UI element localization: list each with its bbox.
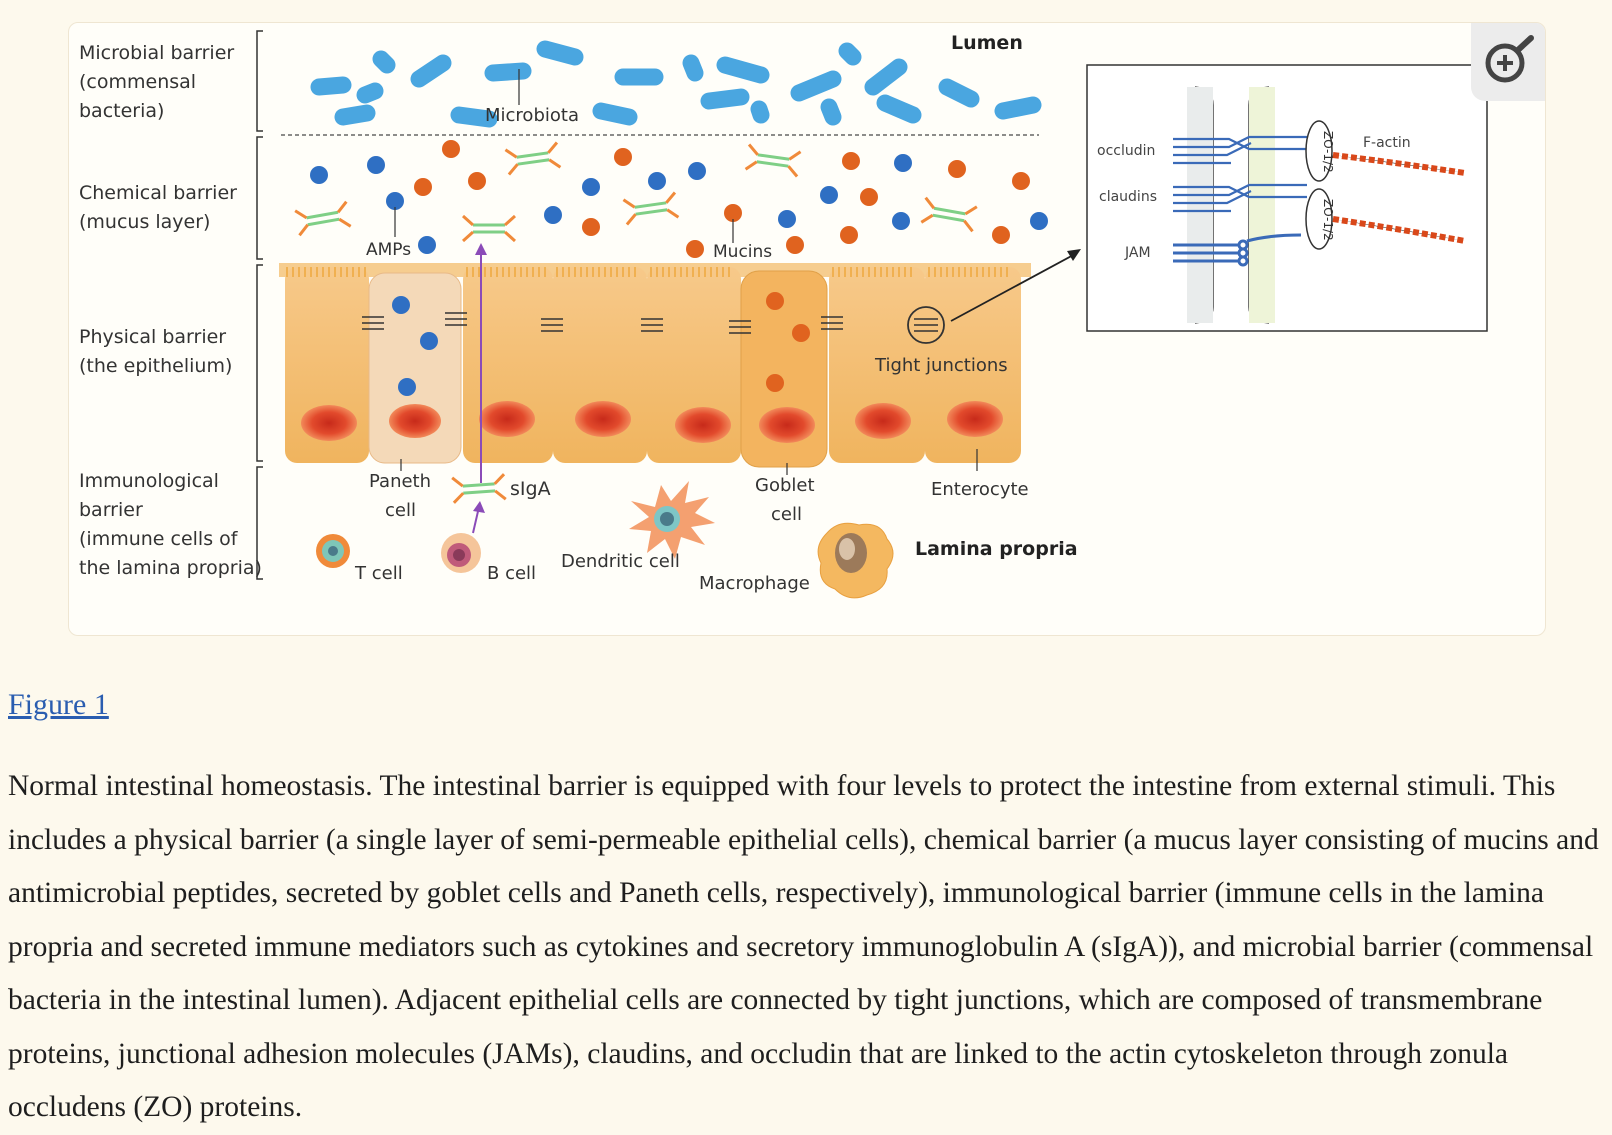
tight-junctions-label: Tight junctions xyxy=(874,355,1008,376)
microbiota-bacteria xyxy=(310,40,1042,128)
figure-caption: Normal intestinal homeostasis. The intes… xyxy=(8,770,1599,1123)
tight-junction-highlight xyxy=(907,306,945,344)
dendritic-cell xyxy=(629,481,715,559)
t-cell xyxy=(316,534,350,568)
zo-proteins xyxy=(1305,120,1333,250)
layer-brackets xyxy=(256,30,263,580)
epithelium-layer xyxy=(279,263,1031,468)
b-cell-label: B cell xyxy=(487,563,536,584)
nuclei xyxy=(301,401,1003,443)
mucins-label: Mucins xyxy=(713,242,772,262)
zoom-button[interactable] xyxy=(1471,23,1545,101)
occludin-strands xyxy=(1173,135,1307,165)
macrophage-label: Macrophage xyxy=(699,573,810,594)
mucin-molecules xyxy=(414,140,1030,258)
microbiota-label: Microbiota xyxy=(485,105,579,126)
figure-link[interactable]: Figure 1 xyxy=(8,688,109,721)
amp-molecules xyxy=(310,154,1048,254)
claudins-label: claudins xyxy=(1099,189,1157,205)
dendritic-cell-label: Dendritic cell xyxy=(561,551,680,572)
macrophage xyxy=(817,522,894,599)
layer-label-chemical: Chemical barrier (mucus layer) xyxy=(79,182,243,233)
figure-panel: Microbial barrier (commensal bacteria) C… xyxy=(68,22,1546,636)
zo-top-label: ZO-1/2 xyxy=(1321,131,1335,173)
layer-label-immunological: Immunological barrier (immune cells of t… xyxy=(79,470,262,579)
jam-label: JAM xyxy=(1124,245,1151,261)
amps-label: AMPs xyxy=(366,240,411,260)
layer-labels: Microbial barrier (commensal bacteria) C… xyxy=(79,42,262,579)
lamina-propria-label: Lamina propria xyxy=(915,538,1078,560)
zoom-in-icon xyxy=(1485,35,1534,83)
jam-strands xyxy=(1173,233,1302,267)
occludin-label: occludin xyxy=(1097,143,1155,159)
layer-label-physical: Physical barrier (the epithelium) xyxy=(79,326,232,377)
tight-junction-inset: ZO-1/2 ZO-1/2 occludin claudins JAM F-ac… xyxy=(1086,64,1488,332)
t-cell-label: T cell xyxy=(354,563,403,584)
zo-bottom-label: ZO-1/2 xyxy=(1321,199,1335,241)
enterocyte-label: Enterocyte xyxy=(931,479,1029,500)
layer-label-microbial: Microbial barrier (commensal bacteria) xyxy=(79,42,240,122)
claudin-strands xyxy=(1173,183,1307,213)
goblet-cell-label: Goblet cell xyxy=(755,475,820,525)
f-actin-filaments xyxy=(1332,152,1466,244)
barrier-diagram: Microbial barrier (commensal bacteria) C… xyxy=(79,30,1488,599)
f-actin-label: F-actin xyxy=(1363,135,1411,151)
siga-label: sIgA xyxy=(510,478,551,500)
lumen-label: Lumen xyxy=(951,32,1023,54)
siga-antibody xyxy=(450,472,508,505)
paneth-cell-label: Paneth cell xyxy=(369,471,437,521)
b-cell xyxy=(441,533,481,573)
tight-junction-marks xyxy=(362,312,843,334)
